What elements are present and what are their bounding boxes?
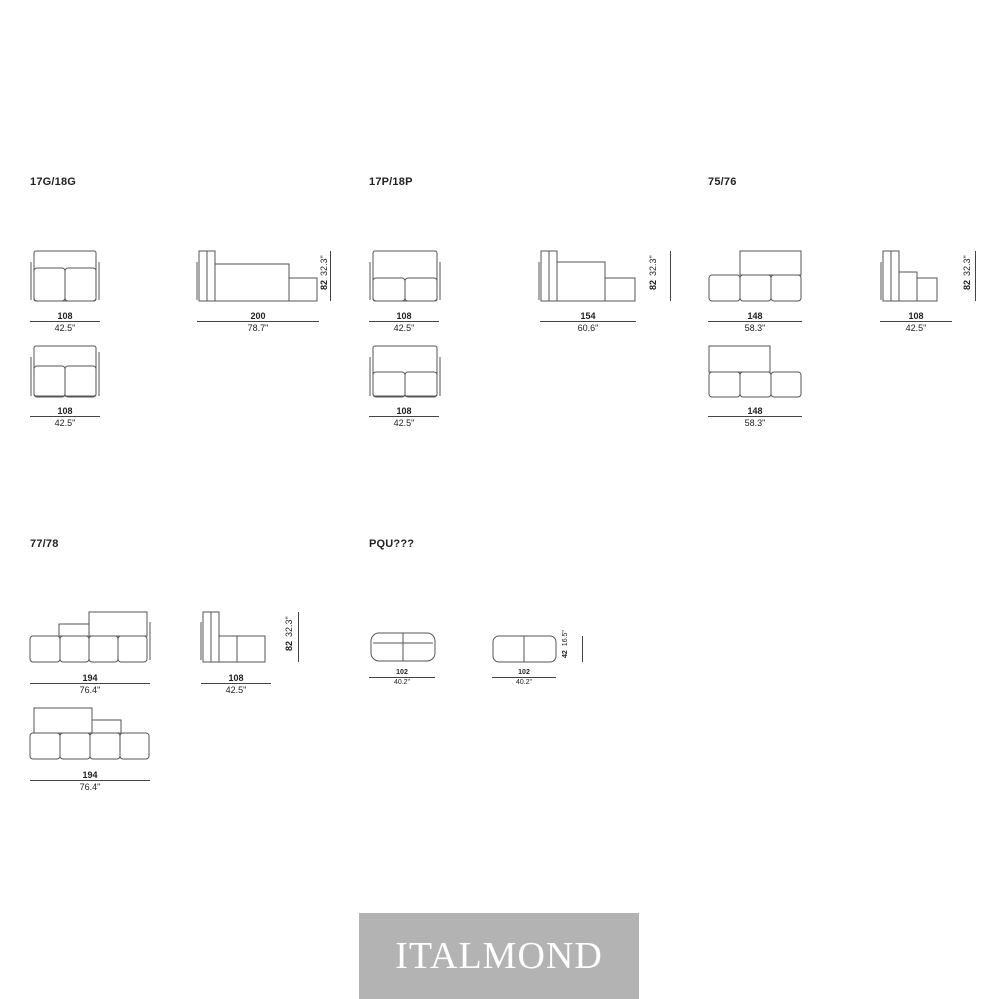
dimension-in: 40.2" bbox=[369, 677, 435, 687]
pouf-side bbox=[492, 635, 557, 663]
section-title-77-78: 77/78 bbox=[30, 538, 59, 550]
sofa-side-77 bbox=[200, 611, 266, 663]
dimension-cm: 42 bbox=[562, 650, 569, 658]
sofa-front-17g-b bbox=[30, 345, 100, 398]
dimension-line bbox=[330, 251, 331, 301]
dimension-cm: 108 bbox=[57, 406, 73, 416]
dimension-in: 40.2" bbox=[492, 677, 556, 687]
dimension-cm: 108 bbox=[228, 673, 244, 683]
dimension-cm: 102 bbox=[518, 669, 530, 676]
dimension-height: 82 32.3" bbox=[284, 616, 294, 651]
sofa-front-77-b bbox=[29, 707, 150, 760]
dimension-height: 82 32.3" bbox=[962, 255, 972, 290]
sofa-front-17g-a bbox=[30, 250, 100, 302]
dimension-in: 42.5" bbox=[201, 683, 271, 695]
sofa-front-75-b bbox=[708, 345, 802, 398]
dimension-cm: 194 bbox=[82, 673, 98, 683]
dimension-height: 82 32.3" bbox=[648, 255, 658, 290]
section-title-pqu: PQU??? bbox=[369, 538, 415, 550]
dimension-height: 82 32.3" bbox=[319, 255, 329, 290]
dimension-cm: 154 bbox=[580, 311, 596, 321]
sofa-side-17g bbox=[196, 250, 318, 302]
dimension-height: 42 16.5" bbox=[562, 630, 570, 658]
dimension-line bbox=[975, 251, 976, 301]
dimension-cm: 108 bbox=[396, 311, 412, 321]
dimension-in: 58.3" bbox=[708, 321, 802, 333]
pouf-front bbox=[370, 632, 436, 662]
dimension-in: 16.5" bbox=[562, 630, 569, 647]
dimension-in: 42.5" bbox=[369, 416, 439, 428]
sofa-front-77-a bbox=[29, 611, 151, 663]
dimension-cm: 200 bbox=[250, 311, 266, 321]
brand-logo-banner: ITALMOND bbox=[359, 913, 639, 999]
dimension-in: 78.7" bbox=[197, 321, 319, 333]
dimension-in: 76.4" bbox=[30, 683, 150, 695]
dimension-in: 42.5" bbox=[369, 321, 439, 333]
section-title-17p-18p: 17P/18P bbox=[369, 176, 413, 188]
dimension-cm: 108 bbox=[396, 406, 412, 416]
dimension-in: 42.5" bbox=[880, 321, 952, 333]
dimension-cm: 82 bbox=[648, 279, 658, 290]
dimension-in: 60.6" bbox=[540, 321, 636, 333]
dimension-in: 42.5" bbox=[30, 416, 100, 428]
sofa-front-17p-b bbox=[369, 345, 441, 398]
brand-logo-text: ITALMOND bbox=[395, 935, 603, 977]
dimension-in: 76.4" bbox=[30, 780, 150, 792]
dimension-cm: 148 bbox=[747, 311, 763, 321]
sofa-front-17p-a bbox=[369, 250, 441, 302]
dimension-in: 58.3" bbox=[708, 416, 802, 428]
dimension-in: 32.3" bbox=[648, 255, 658, 276]
section-title-75-76: 75/76 bbox=[708, 176, 737, 188]
dimension-cm: 82 bbox=[284, 640, 294, 651]
dimension-in: 32.3" bbox=[284, 616, 294, 637]
dimension-cm: 148 bbox=[747, 406, 763, 416]
dimension-line bbox=[582, 636, 583, 662]
dimension-in: 32.3" bbox=[319, 255, 329, 276]
dimension-cm: 82 bbox=[319, 279, 329, 290]
dimension-cm: 194 bbox=[82, 770, 98, 780]
sofa-side-75 bbox=[880, 250, 938, 302]
dimension-in: 42.5" bbox=[30, 321, 100, 333]
dimension-line bbox=[298, 612, 299, 662]
dimension-cm: 102 bbox=[396, 669, 408, 676]
dimension-cm: 82 bbox=[962, 279, 972, 290]
dimension-cm: 108 bbox=[908, 311, 924, 321]
dimension-line bbox=[670, 251, 671, 301]
sofa-side-17p bbox=[538, 250, 636, 302]
section-title-17g-18g: 17G/18G bbox=[30, 176, 77, 188]
dimension-in: 32.3" bbox=[962, 255, 972, 276]
dimension-cm: 108 bbox=[57, 311, 73, 321]
sofa-front-75-a bbox=[708, 250, 802, 302]
